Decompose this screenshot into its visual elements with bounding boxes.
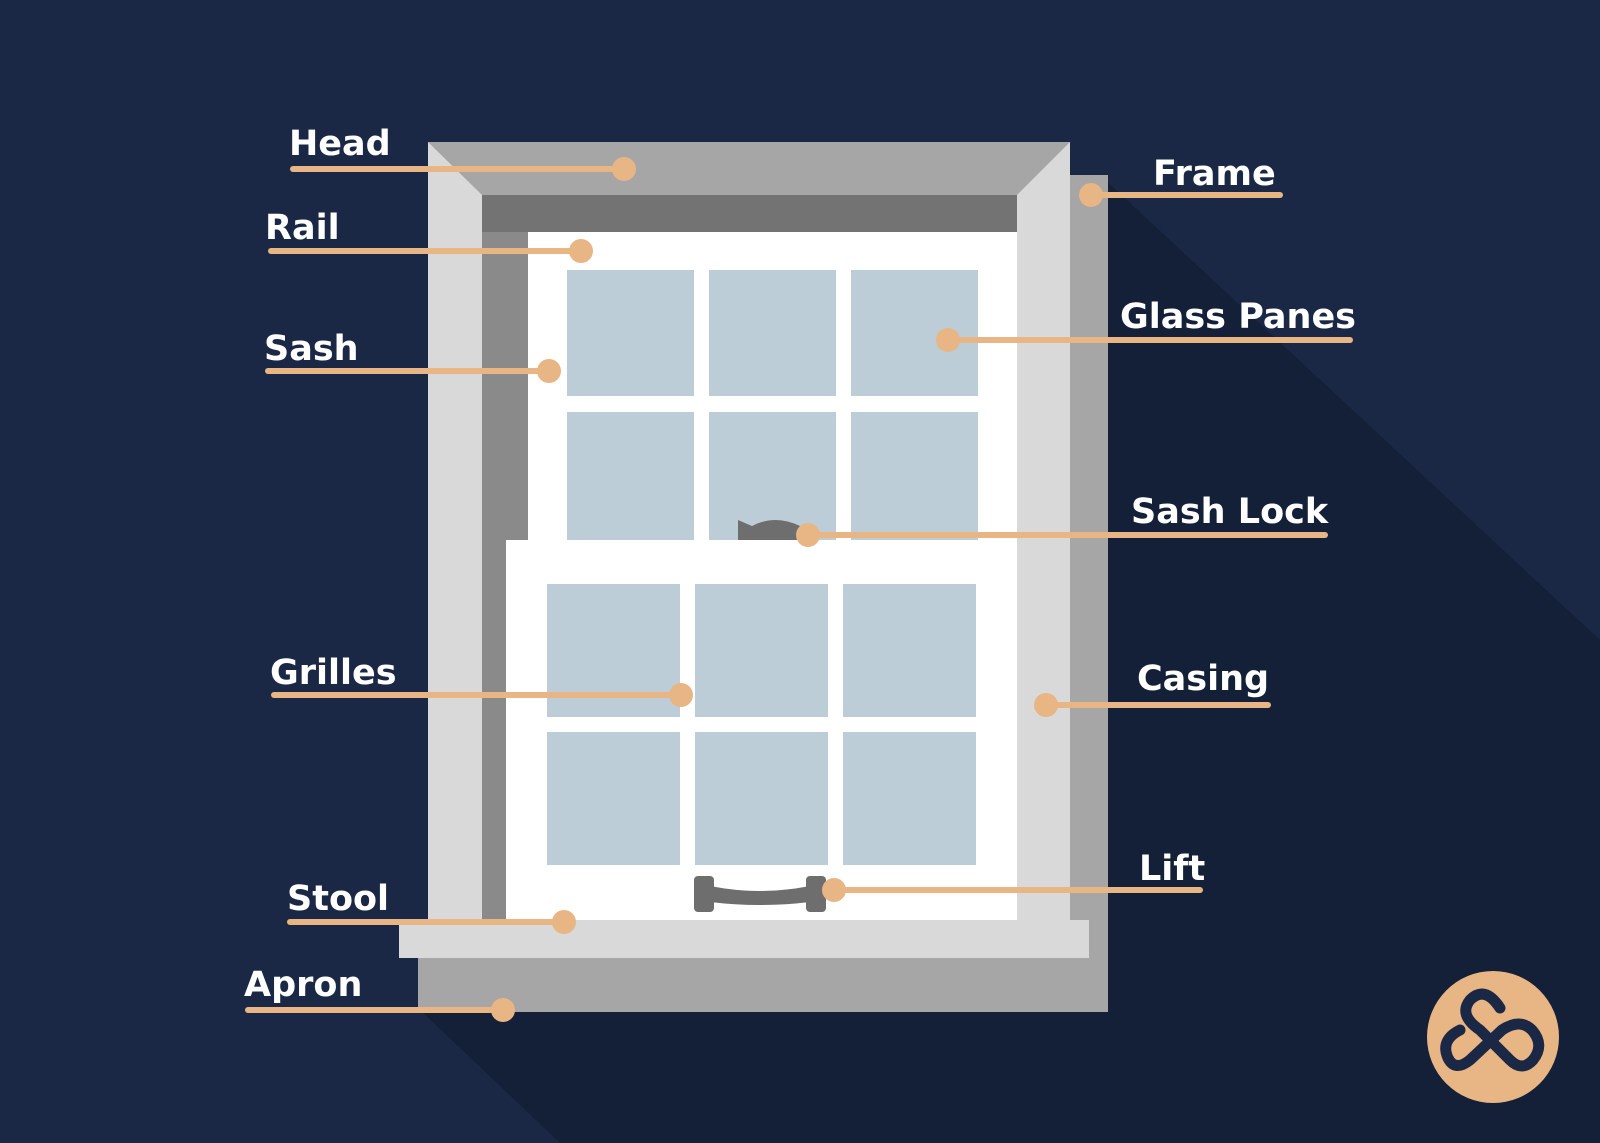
glass-pane bbox=[547, 732, 680, 865]
label-sash: Sash bbox=[264, 329, 359, 369]
apron bbox=[418, 955, 1108, 1012]
lift-handle-icon bbox=[694, 876, 826, 912]
brand-logo-icon bbox=[1427, 971, 1559, 1103]
label-lift: Lift bbox=[1139, 849, 1205, 889]
dot-rail bbox=[569, 239, 593, 263]
sash-lock-icon bbox=[738, 520, 812, 540]
casing-right bbox=[1017, 142, 1070, 920]
glass-pane bbox=[709, 270, 836, 396]
label-apron: Apron bbox=[244, 965, 362, 1005]
label-glass-panes: Glass Panes bbox=[1120, 297, 1356, 337]
upper-glass-panes bbox=[567, 270, 978, 542]
window-shadow bbox=[420, 175, 1600, 1143]
glass-pane bbox=[851, 412, 978, 542]
dot-sash-lock bbox=[796, 523, 820, 547]
dot-lift bbox=[822, 878, 846, 902]
part-labels: Head Rail Sash Grilles Stool Apron Frame… bbox=[244, 124, 1356, 1005]
lower-glass-panes bbox=[547, 584, 976, 865]
label-stool: Stool bbox=[287, 879, 389, 919]
label-frame: Frame bbox=[1153, 154, 1276, 194]
casing-left bbox=[428, 142, 482, 920]
label-grilles: Grilles bbox=[270, 653, 397, 693]
dot-stool bbox=[552, 910, 576, 934]
label-sash-lock: Sash Lock bbox=[1131, 492, 1329, 532]
callout-dots bbox=[491, 157, 1103, 1022]
glass-pane bbox=[695, 732, 828, 865]
label-head: Head bbox=[289, 124, 391, 164]
dot-apron bbox=[491, 998, 515, 1022]
frame-edge bbox=[1070, 175, 1108, 955]
stool bbox=[399, 920, 1089, 958]
head bbox=[428, 142, 1070, 195]
label-casing: Casing bbox=[1137, 659, 1269, 699]
glass-pane bbox=[843, 584, 976, 717]
dot-frame bbox=[1079, 183, 1103, 207]
dot-head bbox=[612, 157, 636, 181]
glass-pane bbox=[851, 270, 978, 396]
dot-glass-panes bbox=[936, 328, 960, 352]
glass-pane bbox=[567, 412, 694, 542]
leader-lines bbox=[245, 166, 1353, 1013]
label-rail: Rail bbox=[265, 208, 340, 248]
dot-sash bbox=[537, 359, 561, 383]
dot-grilles bbox=[669, 683, 693, 707]
glass-pane bbox=[567, 270, 694, 396]
head-inner bbox=[482, 195, 1017, 232]
glass-pane bbox=[843, 732, 976, 865]
glass-pane bbox=[695, 584, 828, 717]
dot-casing bbox=[1034, 693, 1058, 717]
